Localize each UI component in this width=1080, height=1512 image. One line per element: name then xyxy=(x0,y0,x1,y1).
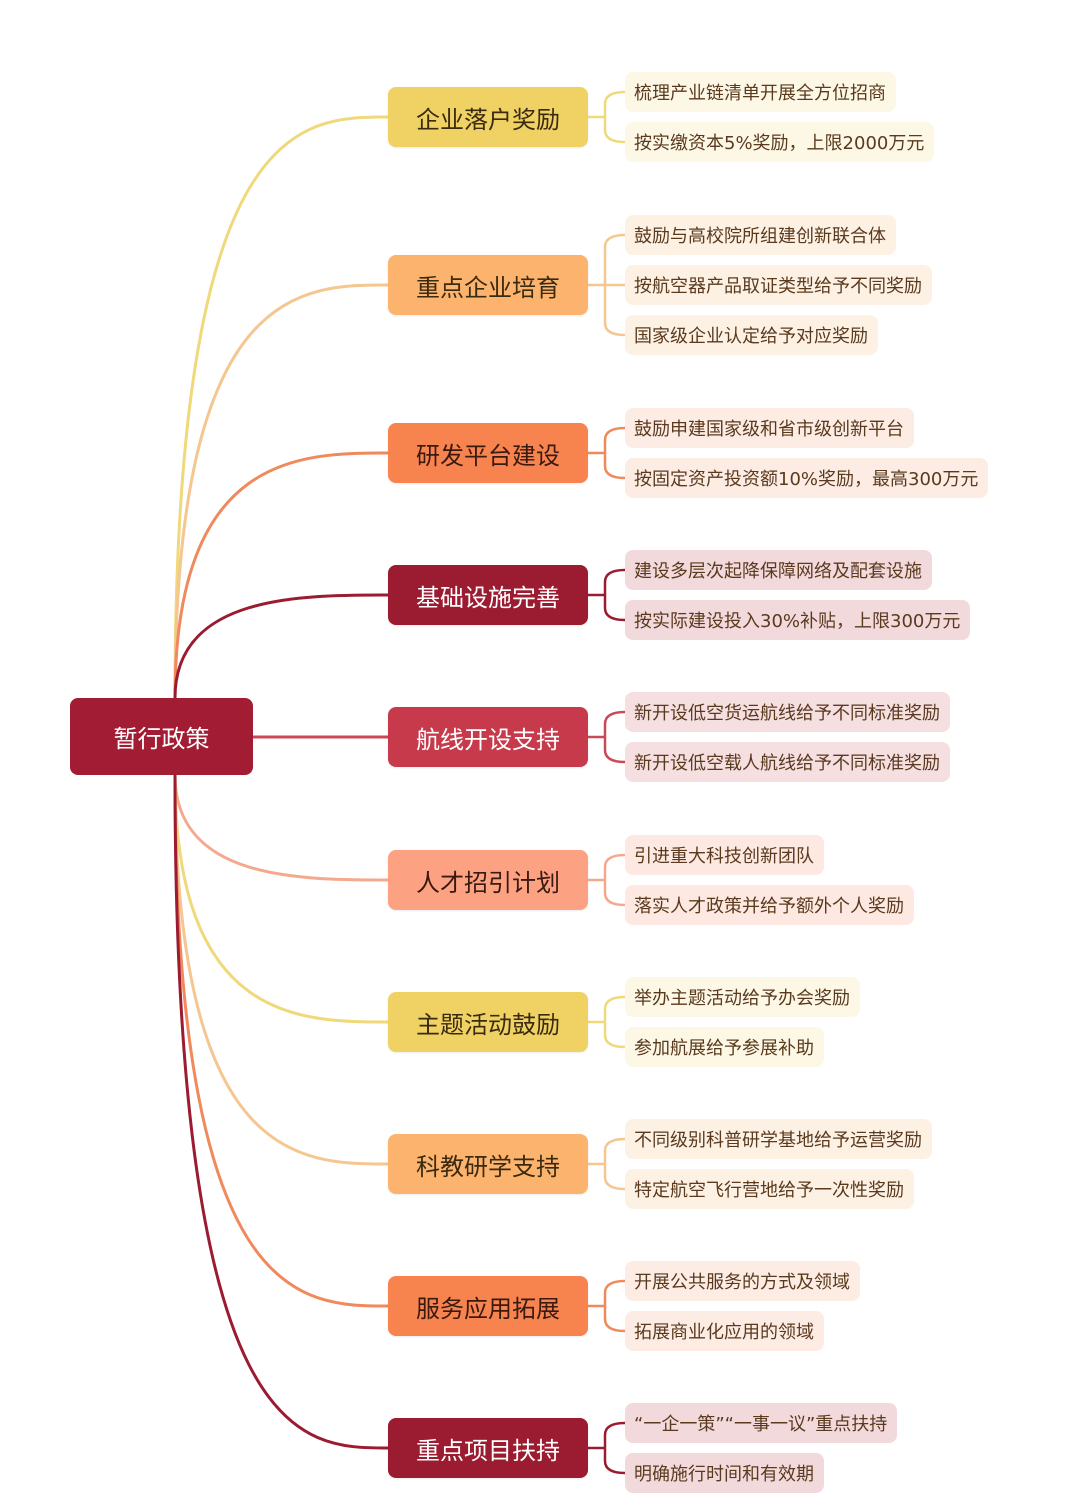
root-node[interactable]: 暂行政策 xyxy=(70,698,253,775)
leaf-node[interactable]: 按航空器产品取证类型给予不同奖励 xyxy=(625,265,932,305)
branch-link xyxy=(173,593,389,699)
branch-link xyxy=(173,774,389,1024)
branch-link xyxy=(173,115,389,699)
leaf-node[interactable]: 建设多层次起降保障网络及配套设施 xyxy=(625,550,932,590)
category-node[interactable]: 基础设施完善 xyxy=(388,565,588,625)
branch-link xyxy=(173,283,389,699)
leaf-node[interactable]: 不同级别科普研学基地给予运营奖励 xyxy=(625,1119,932,1159)
leaf-node[interactable]: 新开设低空载人航线给予不同标准奖励 xyxy=(625,742,950,782)
leaf-node[interactable]: 落实人才政策并给予额外个人奖励 xyxy=(625,885,914,925)
category-node[interactable]: 服务应用拓展 xyxy=(388,1276,588,1336)
leaf-node[interactable]: 国家级企业认定给予对应奖励 xyxy=(625,315,878,355)
leaf-node[interactable]: 特定航空飞行营地给予一次性奖励 xyxy=(625,1169,914,1209)
category-node[interactable]: 科教研学支持 xyxy=(388,1134,588,1194)
leaf-node[interactable]: 明确施行时间和有效期 xyxy=(625,1453,824,1493)
leaf-node[interactable]: 梳理产业链清单开展全方位招商 xyxy=(625,72,896,112)
leaf-node[interactable]: 新开设低空货运航线给予不同标准奖励 xyxy=(625,692,950,732)
leaf-bracket xyxy=(603,1279,626,1333)
leaf-node[interactable]: “一企一策”“一事一议”重点扶持 xyxy=(625,1403,898,1443)
leaf-node[interactable]: 引进重大科技创新团队 xyxy=(625,835,824,875)
leaf-node[interactable]: 参加航展给予参展补助 xyxy=(625,1027,824,1067)
category-node[interactable]: 研发平台建设 xyxy=(388,423,588,483)
branch-link xyxy=(173,774,389,882)
leaf-node[interactable]: 鼓励申建国家级和省市级创新平台 xyxy=(625,408,914,448)
branch-link xyxy=(173,451,389,699)
category-node[interactable]: 重点企业培育 xyxy=(388,255,588,315)
leaf-node[interactable]: 鼓励与高校院所组建创新联合体 xyxy=(625,215,896,255)
leaf-bracket xyxy=(603,1137,626,1191)
leaf-bracket xyxy=(603,1421,626,1475)
leaf-node[interactable]: 按固定资产投资额10%奖励，最高300万元 xyxy=(625,458,989,498)
branch-link xyxy=(173,774,389,1308)
leaf-node[interactable]: 拓展商业化应用的领域 xyxy=(625,1311,824,1351)
leaf-bracket xyxy=(603,853,626,907)
leaf-bracket xyxy=(603,90,626,144)
category-node[interactable]: 航线开设支持 xyxy=(388,707,588,767)
category-node[interactable]: 企业落户奖励 xyxy=(388,87,588,147)
leaf-node[interactable]: 举办主题活动给予办会奖励 xyxy=(625,977,860,1017)
category-node[interactable]: 主题活动鼓励 xyxy=(388,992,588,1052)
branch-link xyxy=(173,774,389,1166)
category-node[interactable]: 人才招引计划 xyxy=(388,850,588,910)
leaf-bracket xyxy=(603,426,626,480)
leaf-bracket xyxy=(603,568,626,622)
leaf-node[interactable]: 按实际建设投入30%补贴，上限300万元 xyxy=(625,600,971,640)
branch-link xyxy=(173,774,389,1450)
leaf-bracket xyxy=(603,995,626,1049)
category-node[interactable]: 重点项目扶持 xyxy=(388,1418,588,1478)
leaf-node[interactable]: 开展公共服务的方式及领域 xyxy=(625,1261,860,1301)
leaf-bracket xyxy=(603,710,626,764)
leaf-node[interactable]: 按实缴资本5%奖励，上限2000万元 xyxy=(625,122,935,162)
